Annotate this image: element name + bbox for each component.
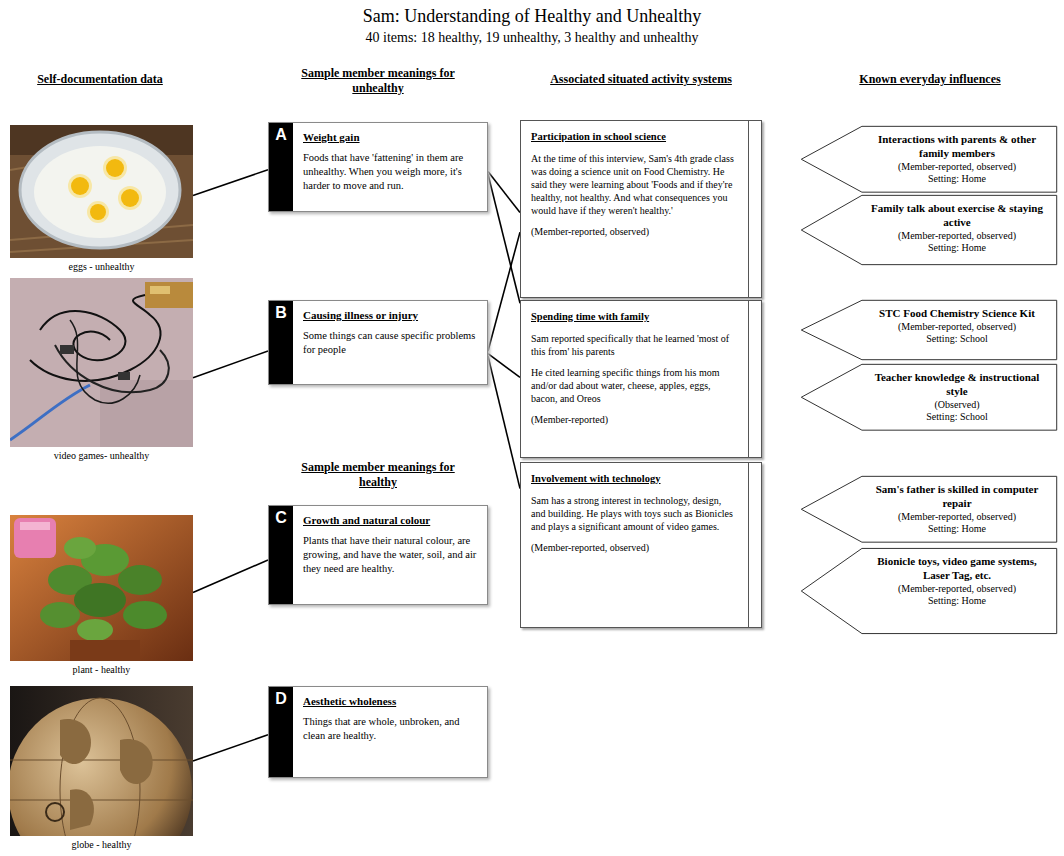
box-heading: Family talk about exercise & staying act… xyxy=(866,202,1048,230)
connector-line xyxy=(488,174,520,303)
photo-frame: video games- unhealthy xyxy=(10,278,193,447)
pentagon-shape xyxy=(801,476,1056,542)
influence-pentagon: Interactions with parents & other family… xyxy=(800,126,1058,193)
box-text: Setting: School xyxy=(866,333,1048,346)
box-heading: Sam's father is skilled in computer repa… xyxy=(866,483,1048,511)
box-heading: Weight gain xyxy=(303,130,479,144)
callout-letter: B xyxy=(269,304,293,322)
box-text: Setting: Home xyxy=(866,595,1048,608)
box-heading: Spending time with family xyxy=(531,310,735,324)
plant-photo xyxy=(10,515,193,661)
box-heading: Growth and natural colour xyxy=(303,513,479,527)
box-text: (Member-reported, observed) xyxy=(531,541,735,554)
callout-letter: D xyxy=(269,690,293,708)
meaning-box: D Aesthetic wholenessThings that are whol… xyxy=(268,686,488,778)
double-border-line xyxy=(748,463,749,627)
photo-caption: globe - healthy xyxy=(0,839,203,850)
box-text: Foods that have 'fattening' in them are … xyxy=(303,151,479,192)
callout-letter: C xyxy=(269,509,293,527)
box-heading: Teacher knowledge & instructional style xyxy=(866,371,1048,399)
activity-system-box: Involvement with technologySam has a str… xyxy=(520,462,762,628)
box-text: (Member-reported) xyxy=(531,413,735,426)
connector-line xyxy=(193,170,268,196)
box-text: (Member-reported, observed) xyxy=(866,321,1048,334)
box-heading: STC Food Chemistry Science Kit xyxy=(866,307,1048,321)
column-header: Associated situated activity systems xyxy=(506,72,776,87)
pentagon-shape xyxy=(801,364,1056,430)
column-header: Sample member meanings for unhealthy xyxy=(283,66,473,96)
connector-line xyxy=(193,735,268,761)
box-text: Things that are whole, unbroken, and cle… xyxy=(303,715,479,742)
box-text: (Member-reported, observed) xyxy=(531,225,735,238)
box-heading: Causing illness or injury xyxy=(303,308,479,322)
influence-pentagon: Family talk about exercise & staying act… xyxy=(800,195,1058,265)
box-text: Some things can cause specific problems … xyxy=(303,329,479,356)
column-header: Sample member meanings for healthy xyxy=(283,460,473,490)
double-border-line xyxy=(748,301,749,457)
column-header: Self-documentation data xyxy=(5,72,195,87)
pentagon-shape xyxy=(801,300,1056,359)
box-text: (Member-reported, observed) xyxy=(866,511,1048,524)
box-text: At the time of this interview, Sam's 4th… xyxy=(531,152,735,217)
connector-line xyxy=(193,560,268,592)
influence-pentagon: STC Food Chemistry Science Kit(Member-re… xyxy=(800,300,1058,360)
photo-caption: video games- unhealthy xyxy=(0,450,203,461)
meaning-box: A Weight gainFoods that have 'fattening' … xyxy=(268,122,488,212)
box-text: (Observed) xyxy=(866,399,1048,412)
influence-pentagon: Sam's father is skilled in computer repa… xyxy=(800,476,1058,543)
box-text: Sam has a strong interest in technology,… xyxy=(531,494,735,533)
pentagon-shape xyxy=(801,548,1056,633)
box-text: (Member-reported, observed) xyxy=(866,230,1048,243)
connector-line xyxy=(488,356,520,489)
eggs-photo xyxy=(10,125,193,258)
influence-pentagon: Teacher knowledge & instructional style(… xyxy=(800,364,1058,431)
box-text: Setting: Home xyxy=(866,173,1048,186)
connector-line xyxy=(488,232,520,351)
photo-frame: plant - healthy xyxy=(10,515,193,661)
meaning-box: C Growth and natural colourPlants that ha… xyxy=(268,505,488,605)
column-header: Known everyday influences xyxy=(820,72,1040,87)
pentagon-shape xyxy=(801,126,1056,192)
photo-frame: globe - healthy xyxy=(10,686,193,836)
activity-system-box: Participation in school science At the ti… xyxy=(520,120,762,298)
pentagon-shape xyxy=(801,195,1056,264)
photo-caption: eggs - unhealthy xyxy=(0,261,203,272)
box-heading: Interactions with parents & other family… xyxy=(866,133,1048,161)
activity-system-box: Spending time with familySam reported sp… xyxy=(520,300,762,458)
box-text: Sam reported specifically that he learne… xyxy=(531,332,735,358)
box-heading: Participation in school science xyxy=(531,130,735,144)
subtitle: 40 items: 18 healthy, 19 unhealthy, 3 he… xyxy=(182,30,882,46)
box-heading: Aesthetic wholeness xyxy=(303,694,479,708)
photo-caption: plant - healthy xyxy=(0,664,203,675)
connector-line xyxy=(193,351,268,378)
influence-pentagon: Bionicle toys, video game systems, Laser… xyxy=(800,548,1058,634)
box-heading: Involvement with technology xyxy=(531,472,735,486)
box-text: (Member-reported, observed) xyxy=(866,161,1048,174)
globe-photo xyxy=(10,686,193,836)
box-text: Setting: School xyxy=(866,411,1048,424)
callout-letter: A xyxy=(269,126,293,144)
box-text: Setting: Home xyxy=(866,242,1048,255)
box-text: Plants that have their natural colour, a… xyxy=(303,534,479,575)
diagram-title: Sam: Understanding of Healthy and Unheal… xyxy=(0,6,1064,27)
box-text: He cited learning specific things from h… xyxy=(531,366,735,405)
box-text: Setting: Home xyxy=(866,523,1048,536)
box-heading: Bionicle toys, video game systems, Laser… xyxy=(866,555,1048,583)
video-games-photo xyxy=(10,278,193,447)
photo-frame: eggs - unhealthy xyxy=(10,125,193,258)
box-text: (Member-reported, observed) xyxy=(866,583,1048,596)
meaning-box: B Causing illness or injurySome things ca… xyxy=(268,300,488,385)
double-border-line xyxy=(748,121,749,297)
